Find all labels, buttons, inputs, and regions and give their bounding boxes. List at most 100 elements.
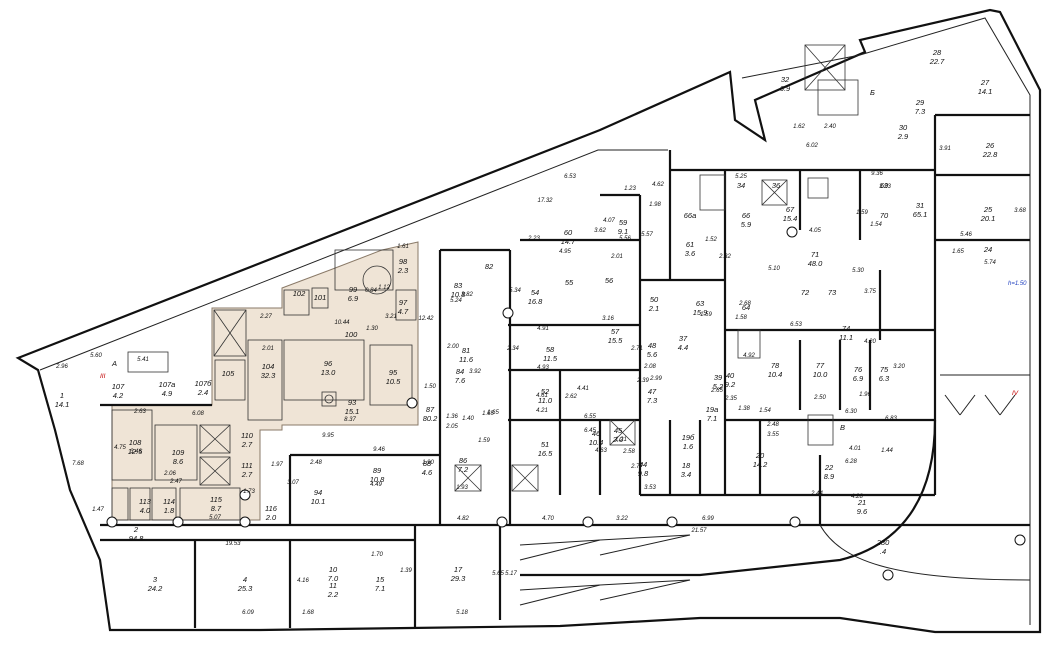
dimension-label: 3.91 (939, 146, 951, 152)
room-number: 94 (314, 488, 322, 497)
room-area: 29.3 (450, 574, 466, 583)
stairs (127, 44, 859, 492)
room-number: 50 (650, 295, 659, 304)
dimension-label: 3.53 (644, 485, 656, 491)
room-number: 25 (983, 205, 993, 214)
ramp-curve (520, 419, 937, 577)
dimension-label: 1.68 (302, 610, 314, 616)
dimension-label: 12.42 (418, 316, 434, 322)
dimension-label: 4.75 (114, 445, 126, 451)
dimension-label: 6.30 (845, 409, 857, 415)
room-number: 102 (293, 289, 306, 298)
dimension-label: 1.61 (397, 244, 409, 250)
room-area: 48.0 (808, 259, 823, 268)
dimension-label: 2.71 (630, 346, 643, 352)
room-number: 100 (345, 330, 358, 339)
room-number: 32 (781, 75, 790, 84)
dimension-label: 1.30 (366, 326, 378, 332)
dimension-label: 17.32 (537, 198, 553, 204)
room-area: 10.4 (768, 370, 783, 379)
dimension-label: 3.07 (287, 480, 299, 486)
dimension-label: 7.68 (72, 461, 84, 467)
room-number: 113 (139, 497, 152, 506)
room-labels: 114.1294.8324.2425.3107.0112.2157.11729.… (55, 48, 998, 599)
dimension-label: 2.62 (564, 394, 577, 400)
dimension-label: 1.44 (881, 448, 893, 454)
room-area: .4 (880, 547, 886, 556)
room-number: 86 (459, 456, 468, 465)
dimension-label: 6.45 (584, 428, 596, 434)
dimension-label: 2.06 (163, 471, 176, 477)
room-number: 115 (210, 495, 223, 504)
dimension-label: 2.39 (636, 378, 649, 384)
room-number: 107б (195, 379, 213, 388)
room-number: 47 (648, 387, 657, 396)
dimension-label: 1.54 (870, 222, 882, 228)
room-area: 7.3 (647, 396, 658, 405)
dimension-label: 6.53 (790, 322, 802, 328)
dimension-label: 2.58 (622, 449, 635, 455)
dimension-label: 3.82 (461, 292, 473, 298)
room-number: 61 (686, 240, 694, 249)
dimension-label: 2.48 (309, 460, 322, 466)
dimension-label: 1.62 (793, 124, 805, 130)
dimension-label: 3.20 (893, 364, 905, 370)
room-number: 31 (916, 201, 924, 210)
dimension-label: 4.62 (652, 182, 664, 188)
dimension-label: 1.93 (456, 485, 468, 491)
room-area: 14.2 (753, 460, 768, 469)
dimension-label: 1.39 (400, 568, 412, 574)
dimension-label: 5.60 (90, 353, 102, 359)
dimension-label: 6.53 (564, 174, 576, 180)
room-area: 15.9 (693, 308, 708, 317)
room-number: 74 (842, 324, 850, 333)
room-area: 14.1 (55, 400, 70, 409)
dimension-label: 5.30 (852, 268, 864, 274)
dimension-label: 1.73 (243, 489, 255, 495)
dimension-label: 4.20 (864, 339, 876, 345)
dimension-label: 1.21 (615, 437, 627, 443)
dimension-label: 4.41 (577, 386, 589, 392)
dimension-label: 5.74 (984, 260, 996, 266)
dimension-label: 2.00 (446, 344, 459, 350)
room-number: 67 (786, 205, 795, 214)
room-number: 114 (163, 497, 175, 506)
room-number: 97 (399, 298, 408, 307)
room-number: 69 (880, 181, 889, 190)
dimension-label: 2.05 (445, 424, 458, 430)
room-area: 4.2 (113, 391, 124, 400)
dimension-label: 2.44 (810, 491, 823, 497)
room-area: 10.0 (813, 370, 828, 379)
room-number: 10 (329, 565, 338, 574)
room-number: 54 (531, 288, 539, 297)
dimension-label: 19.53 (225, 541, 241, 547)
dimension-label: 1.65 (952, 249, 964, 255)
room-area: 65.1 (913, 210, 928, 219)
dimension-label: 1.54 (759, 408, 771, 414)
room-area: 6.3 (879, 374, 890, 383)
room-number: 19a (706, 405, 719, 414)
room-number: 98 (399, 257, 408, 266)
room-number: 63 (696, 299, 705, 308)
dimension-label: 4.61 (536, 393, 548, 399)
room-area: 2.9 (897, 132, 909, 141)
room-area: 7.0 (328, 574, 339, 583)
dimension-label: 2.32 (718, 254, 731, 260)
dimension-label: 2.27 (259, 314, 272, 320)
room-area: 5.6 (647, 350, 658, 359)
room-area: 2.1 (648, 304, 659, 313)
room-number: 26 (985, 141, 995, 150)
height-note: h=1.50 (1008, 281, 1027, 287)
dimension-label: 2.40 (823, 124, 836, 130)
room-area: 8.7 (211, 504, 222, 513)
dimension-label: 2.47 (169, 479, 182, 485)
room-number: 34 (737, 181, 745, 190)
room-area: 94.8 (129, 534, 144, 543)
room-area: 22.8 (982, 150, 998, 159)
dimension-label: 2.01 (610, 254, 623, 260)
dimension-label: 4.70 (542, 516, 554, 522)
dimension-label: 5.25 (735, 174, 747, 180)
room-area: 10.1 (311, 497, 326, 506)
dimension-label: 1.40 (462, 416, 474, 422)
room-number: 104 (262, 362, 275, 371)
